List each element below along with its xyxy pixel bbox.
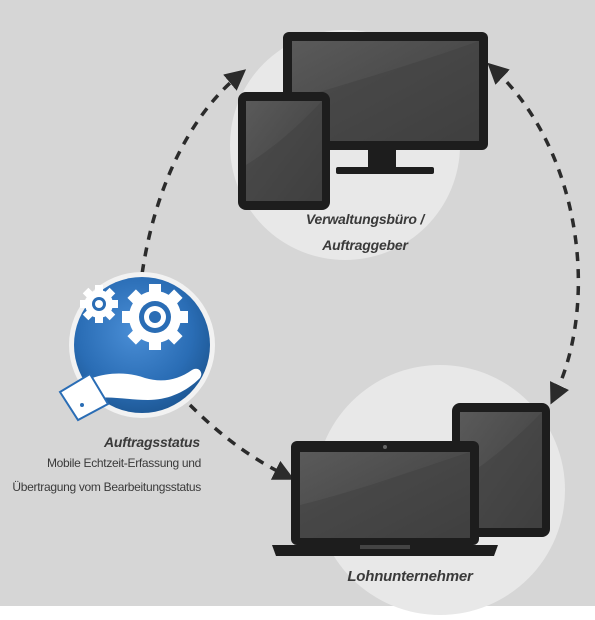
office-label-line2: Auftraggeber xyxy=(322,237,408,253)
laptop-icon xyxy=(272,441,498,556)
arrow-office-contractor xyxy=(487,62,581,405)
status-description-line1: Mobile Echtzeit-Erfassung und xyxy=(46,456,201,470)
monitor-icon xyxy=(283,32,488,174)
office-label-line1: Verwaltungsbüro / xyxy=(305,211,425,227)
status-title: Auftragsstatus xyxy=(104,434,200,450)
hand-icon xyxy=(58,368,202,422)
status-description-line2: Übertragung vom Bearbeitungsstatus xyxy=(12,480,201,494)
contractor-label: Lohnunternehmer xyxy=(347,568,473,585)
tablet-icon xyxy=(238,92,330,210)
arrow-status-to-contractor xyxy=(188,403,295,480)
arrow-status-to-office xyxy=(138,69,247,291)
